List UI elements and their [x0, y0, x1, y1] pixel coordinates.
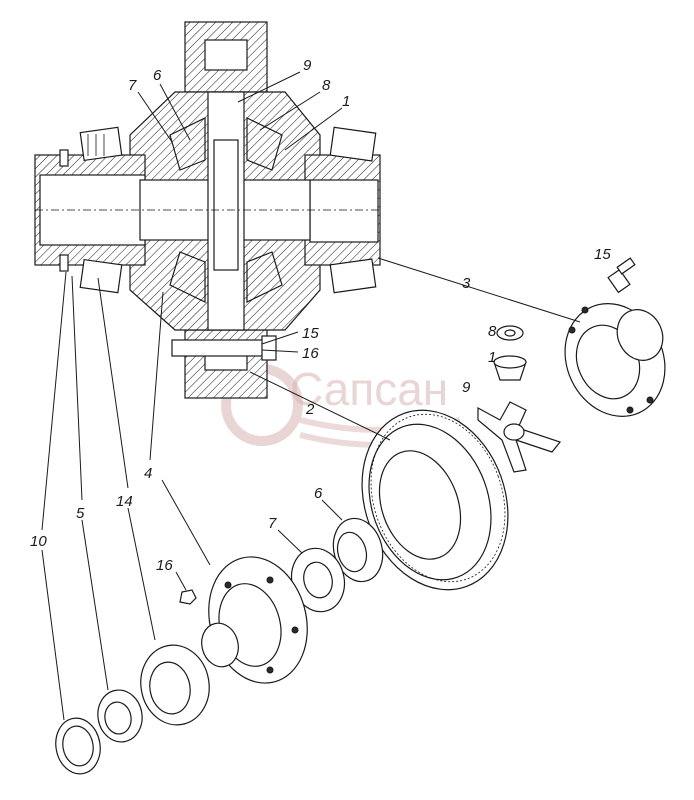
part-6-side-gear: [332, 517, 384, 583]
assembled-differential-section: [34, 21, 381, 399]
part-5-inner-race: [97, 689, 143, 743]
callout-2: 2: [305, 401, 315, 418]
callout-7-low: 7: [268, 515, 277, 532]
callout-8-top: 8: [322, 77, 331, 94]
callout-5: 5: [76, 505, 85, 522]
callout-9-top: 9: [303, 57, 312, 74]
bearing-left-top: [79, 126, 123, 162]
callout-10: 10: [30, 533, 47, 550]
part-2-ring-gear: [361, 409, 509, 591]
callout-8-right: 8: [488, 323, 497, 340]
callout-4: 4: [144, 465, 152, 482]
callout-14: 14: [116, 493, 133, 510]
part-4-case-half: [201, 556, 308, 684]
callout-15-mid: 15: [302, 325, 319, 342]
watermark-text: Сапсан: [290, 363, 448, 415]
part-16-nut: [179, 589, 197, 605]
callout-16-low: 16: [156, 557, 173, 574]
callout-1-right: 1: [488, 349, 496, 366]
part-10-snap-ring: [55, 717, 101, 775]
bearing-right-top: [329, 126, 377, 162]
bearing-right-bottom: [329, 258, 377, 294]
part-15-bolt: [607, 257, 636, 294]
leader-lines: [41, 71, 581, 721]
callout-3: 3: [462, 275, 471, 292]
part-8-thrust-washer: [496, 325, 524, 341]
callout-15-top: 15: [594, 246, 611, 263]
callout-labels: 9 8 1 7 6 15 3 8 1 9 15 16 2 4 14 5 10 1…: [30, 57, 611, 574]
part-7-thrust-washer: [290, 547, 346, 613]
callout-9-right: 9: [462, 379, 471, 396]
callout-7-top: 7: [128, 77, 137, 94]
callout-6-top: 6: [153, 67, 162, 84]
part-14-roller-bearing: [140, 644, 210, 726]
callout-1-top: 1: [342, 93, 350, 110]
part-3-flange-housing: [564, 303, 666, 417]
part-1-pinion-gear: [493, 355, 527, 381]
callout-16-mid: 16: [302, 345, 319, 362]
callout-6-low: 6: [314, 485, 323, 502]
part-9-spider-cross: [477, 401, 562, 473]
bearing-left-bottom: [79, 258, 123, 294]
